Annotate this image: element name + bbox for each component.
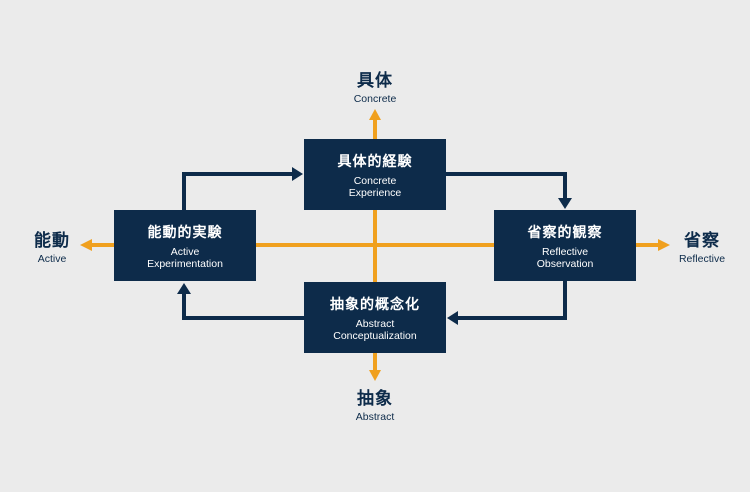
axis-arrow-right — [658, 239, 670, 251]
pole-left-jp: 能動 — [34, 231, 70, 251]
cycle-arrow-ce-to-ro — [446, 172, 567, 200]
pole-bottom-jp: 抽象 — [357, 389, 393, 409]
stage-concrete-experience-en1: Concrete — [353, 174, 397, 187]
stage-active-experimentation: 能動的実験 Active Experimentation — [114, 210, 256, 281]
stage-reflective-observation-jp: 省察的観察 — [527, 224, 603, 241]
axis-arrow-down — [369, 370, 381, 381]
cycle-arrow-ro-to-ac — [456, 281, 567, 320]
stage-active-experimentation-en1: Active — [170, 245, 200, 258]
stage-concrete-experience-en2: Experience — [348, 186, 402, 199]
stage-abstract-conceptualization: 抽象的概念化 Abstract Conceptualization — [304, 282, 446, 353]
cycle-arrow-ac-to-ae — [182, 292, 304, 320]
pole-bottom: 抽象 Abstract — [325, 384, 425, 423]
cycle-arrow-ae-to-ce — [182, 172, 294, 211]
pole-top-en: Concrete — [353, 93, 397, 105]
pole-bottom-en: Abstract — [355, 411, 395, 423]
pole-top: 具体 Concrete — [325, 66, 425, 105]
stage-reflective-observation-en1: Reflective — [541, 245, 589, 258]
pole-right-jp: 省察 — [684, 231, 720, 251]
stage-reflective-observation-en2: Observation — [536, 257, 594, 270]
pole-left-en: Active — [37, 253, 67, 265]
stage-abstract-conceptualization-en1: Abstract — [355, 317, 395, 330]
pole-top-jp: 具体 — [357, 71, 393, 91]
stage-active-experimentation-jp: 能動的実験 — [147, 224, 223, 241]
axis-arrow-up — [369, 109, 381, 120]
axis-arrow-left — [80, 239, 92, 251]
stage-abstract-conceptualization-en2: Conceptualization — [333, 329, 417, 342]
pole-right: 省察 Reflective — [666, 226, 738, 265]
stage-active-experimentation-en2: Experimentation — [147, 257, 223, 270]
pole-right-en: Reflective — [678, 253, 726, 265]
stage-abstract-conceptualization-jp: 抽象的概念化 — [330, 296, 420, 313]
pole-left: 能動 Active — [16, 226, 88, 265]
stage-concrete-experience: 具体的経験 Concrete Experience — [304, 139, 446, 210]
stage-concrete-experience-jp: 具体的経験 — [337, 153, 413, 170]
stage-reflective-observation: 省察的観察 Reflective Observation — [494, 210, 636, 281]
